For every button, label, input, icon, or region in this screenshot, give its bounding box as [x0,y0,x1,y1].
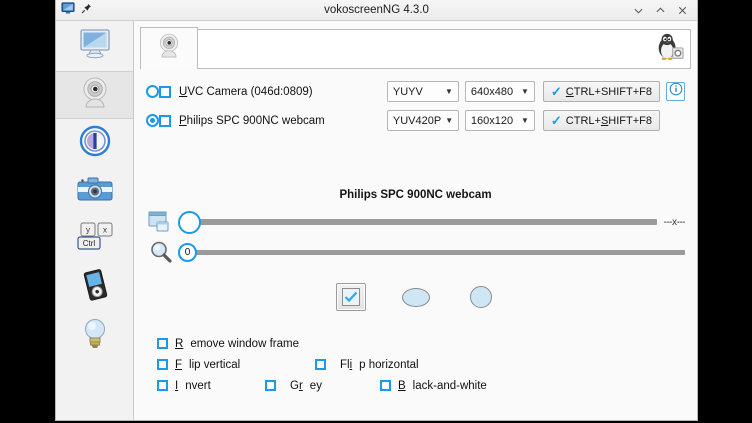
keyboard-keys-icon: y x Ctrl [74,221,116,258]
device-title: Philips SPC 900NC webcam [339,189,492,201]
zoom-slider-handle[interactable]: 0 [178,242,197,262]
sidebar-item-webcam[interactable] [56,71,133,119]
svg-text:x: x [103,225,107,234]
media-player-icon [78,268,112,307]
hotkey-button-philips[interactable]: ✓ CTRL+SHIFT+F8 [542,110,660,131]
maximize-button[interactable] [654,4,666,16]
window-size-slider-handle[interactable] [178,210,201,234]
window-title: vokoscreenNG 4.3.0 [324,4,429,16]
format-dropdown-philips[interactable]: YUV420P ▼ [386,110,459,131]
monitor-icon [61,1,75,20]
sidebar-item-screenshot[interactable] [56,167,133,215]
svg-text:y: y [86,225,90,234]
tab-strip [140,25,691,69]
audio-record-icon [77,124,113,163]
camera-row: UVC Camera (046d:0809) YUYV ▼ 640x480 ▼ … [146,79,685,104]
checkbox-box[interactable] [157,338,168,349]
window-resize-icon [146,210,176,234]
check-icon: ✓ [550,84,562,99]
application-window: vokoscreenNG 4.3.0 [55,0,698,421]
pin-icon[interactable] [81,1,92,19]
webcam-icon [154,32,184,65]
camera-label-philips: Philips SPC 900NC webcam [179,114,325,127]
camera-radio-philips[interactable] [146,114,159,127]
webcam-settings-panel: UVC Camera (046d:0809) YUYV ▼ 640x480 ▼ … [140,69,691,420]
camera-radio-uvc[interactable] [146,85,159,98]
checkbox-box[interactable] [315,359,326,370]
rectangle-shape-button[interactable] [335,283,366,311]
camera-checkbox-uvc[interactable] [159,85,171,98]
ellipse-icon [401,287,430,307]
sidebar-item-audio[interactable] [56,119,133,167]
shape-buttons [146,283,685,311]
svg-text:Ctrl: Ctrl [82,239,95,248]
resolution-dropdown-uvc[interactable]: 640x480 ▼ [464,81,535,102]
sidebar-item-hotkeys[interactable]: y x Ctrl [56,215,133,263]
main-pane: UVC Camera (046d:0809) YUYV ▼ 640x480 ▼ … [134,21,697,420]
chevron-down-icon: ▼ [444,87,453,96]
window-controls [632,4,697,16]
checkbox-box[interactable] [380,380,391,391]
chevron-down-icon: ▼ [445,116,454,125]
title-bar: vokoscreenNG 4.3.0 [56,0,697,21]
tab-strip-filler [198,29,691,69]
magnifier-icon [146,240,176,264]
circle-icon [469,286,492,308]
sidebar: y x Ctrl [56,21,134,420]
window-size-slider-track[interactable] [197,219,657,225]
minimize-button[interactable] [632,4,644,16]
camera-label-uvc: UVC Camera (046d:0809) [179,85,313,98]
title-bar-icons [56,1,92,20]
monitor-icon [76,28,114,67]
resolution-dropdown-philips[interactable]: 160x120 ▼ [464,110,535,131]
camera-icon [75,174,115,209]
lightbulb-icon [80,316,110,355]
check-icon: ✓ [550,113,562,128]
chevron-down-icon: ▼ [520,116,529,125]
hotkey-label-uvc: CTRL+SHIFT+F8 [565,85,652,98]
sidebar-item-player[interactable] [56,263,133,311]
checkbox-box[interactable] [157,359,168,370]
checkbox-box[interactable] [265,380,276,391]
window-size-value: ---x--- [663,216,686,228]
info-button-uvc[interactable] [666,82,685,101]
camera-row: Philips SPC 900NC webcam YUV420P ▼ 160x1… [146,108,685,133]
checkbox-box[interactable] [157,380,168,391]
sidebar-item-screen[interactable] [56,23,133,71]
check-icon [341,288,360,306]
circle-shape-button[interactable] [466,283,496,311]
camera-checkbox-philips[interactable] [159,114,171,127]
zoom-slider[interactable]: 0 [146,237,685,267]
format-dropdown-uvc[interactable]: YUYV ▼ [386,81,459,102]
info-icon [669,82,683,101]
sidebar-item-tips[interactable] [56,311,133,359]
hotkey-label-philips: CTRL+SHIFT+F8 [565,114,652,127]
tab-webcam[interactable] [140,27,198,69]
window-size-slider[interactable]: ---x--- [146,207,686,237]
tux-penguin-icon [654,32,684,67]
webcam-icon [76,76,114,115]
chevron-down-icon: ▼ [520,87,529,96]
ellipse-shape-button[interactable] [401,283,431,311]
zoom-slider-track[interactable] [193,249,685,255]
window-body: y x Ctrl [56,21,697,420]
hotkey-button-uvc[interactable]: ✓ CTRL+SHIFT+F8 [542,81,660,102]
close-button[interactable] [676,4,688,16]
